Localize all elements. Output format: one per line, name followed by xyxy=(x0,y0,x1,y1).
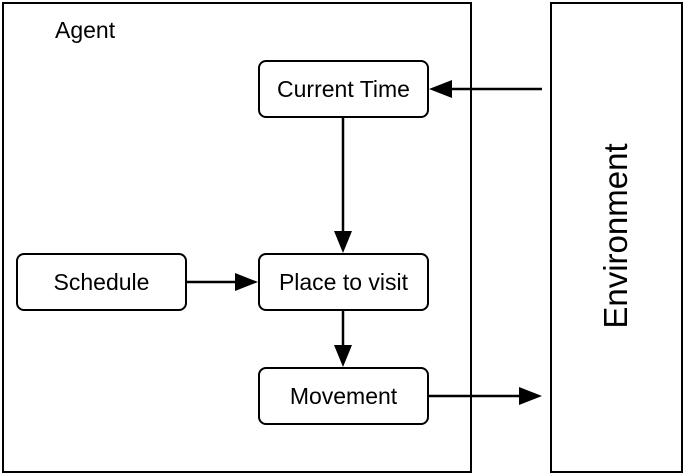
movement-label: Movement xyxy=(289,382,398,409)
schedule-label: Schedule xyxy=(53,268,150,295)
agent-boundary xyxy=(2,2,472,473)
environment-boundary xyxy=(550,2,683,473)
current-time-label: Current Time xyxy=(277,75,410,102)
current-time-node: Current Time xyxy=(258,60,429,118)
place-to-visit-node: Place to visit xyxy=(258,253,429,311)
movement-node: Movement xyxy=(258,367,429,425)
environment-label: Environment xyxy=(597,143,634,329)
agent-label: Agent xyxy=(55,17,116,43)
place-to-visit-label: Place to visit xyxy=(278,268,409,295)
schedule-node: Schedule xyxy=(16,253,187,311)
